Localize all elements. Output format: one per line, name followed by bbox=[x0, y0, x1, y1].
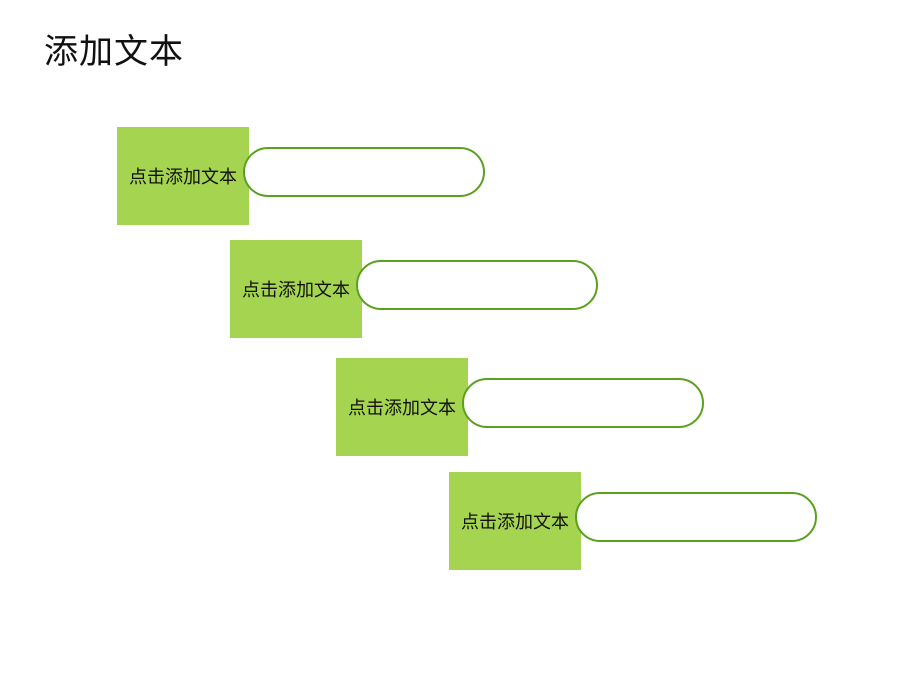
step-2: 点击添加文本 bbox=[230, 240, 630, 340]
step-text-pill[interactable] bbox=[243, 147, 485, 197]
step-label: 点击添加文本 bbox=[242, 280, 350, 301]
step-label: 点击添加文本 bbox=[129, 167, 237, 188]
step-box[interactable]: 点击添加文本 bbox=[117, 127, 249, 225]
step-text-pill[interactable] bbox=[575, 492, 817, 542]
step-1: 点击添加文本 bbox=[117, 127, 517, 227]
slide-title[interactable]: 添加文本 bbox=[44, 32, 184, 72]
step-4: 点击添加文本 bbox=[449, 472, 849, 572]
step-label: 点击添加文本 bbox=[348, 398, 456, 419]
step-text-pill[interactable] bbox=[462, 378, 704, 428]
step-text-pill[interactable] bbox=[356, 260, 598, 310]
step-3: 点击添加文本 bbox=[336, 358, 736, 458]
step-label: 点击添加文本 bbox=[461, 512, 569, 533]
step-box[interactable]: 点击添加文本 bbox=[449, 472, 581, 570]
step-box[interactable]: 点击添加文本 bbox=[230, 240, 362, 338]
step-box[interactable]: 点击添加文本 bbox=[336, 358, 468, 456]
